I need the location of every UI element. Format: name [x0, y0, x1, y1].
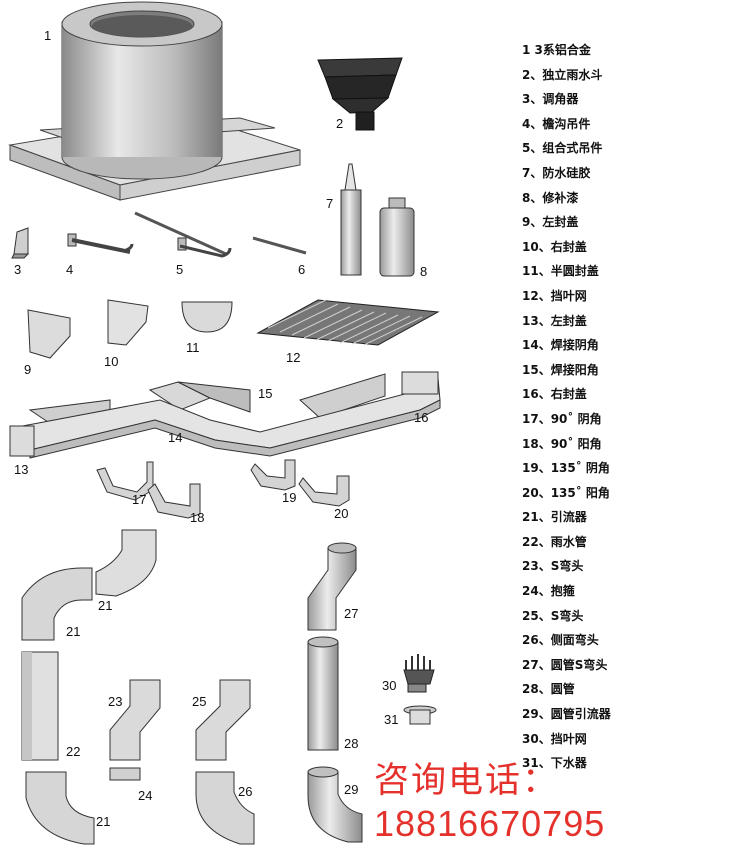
part-number-21-upper: 21 [98, 598, 112, 613]
parts-list-item: 16、右封盖 [522, 387, 587, 402]
part-number-13: 13 [14, 462, 28, 477]
parts-list-item: 24、抱箍 [522, 584, 575, 599]
parts-list-item: 4、檐沟吊件 [522, 116, 591, 131]
downspout-elbow-bottom-part [25, 771, 95, 845]
contact-label: 咨询电话： [374, 761, 560, 801]
contact-phone-number: 18816670795 [374, 803, 606, 844]
part-number-9: 9 [24, 362, 31, 377]
part-number-5: 5 [176, 262, 183, 277]
part-number-30: 30 [382, 678, 396, 693]
parts-list-item: 27、圆管S弯头 [522, 657, 608, 672]
gutter-hanger-part [67, 233, 134, 254]
parts-list-item: 28、圆管 [522, 682, 575, 697]
part-number-4: 4 [66, 262, 73, 277]
s-bend-25-part [195, 679, 251, 761]
strainer-basket-part [403, 654, 435, 693]
parts-list-item: 17、90˚ 阴角 [522, 411, 602, 426]
round-pipe-part [307, 636, 339, 751]
part-number-7: 7 [326, 196, 333, 211]
part-number-24: 24 [138, 788, 152, 803]
touchup-paint-part [379, 197, 415, 277]
part-number-26: 26 [238, 784, 252, 799]
parts-list-item: 11、半圆封盖 [522, 264, 599, 279]
parts-list-item: 14、焊接阴角 [522, 338, 599, 353]
parts-list-item: 8、修补漆 [522, 190, 579, 205]
part-number-21-lower: 21 [96, 814, 110, 829]
part-number-2: 2 [336, 116, 343, 131]
part-number-10: 10 [104, 354, 118, 369]
parts-list-item: 29、圆管引流器 [522, 707, 611, 722]
part-number-19: 19 [282, 490, 296, 505]
part-number-11: 11 [186, 340, 200, 355]
parts-list-item: 5、组合式吊件 [522, 141, 603, 156]
parts-list-item: 15、焊接阳角 [522, 362, 599, 377]
pipe-clip-part [109, 767, 141, 781]
part-number-18: 18 [190, 510, 204, 525]
right-end-cap-part [107, 299, 149, 346]
parts-list-item: 21、引流器 [522, 510, 587, 525]
part-number-15: 15 [258, 386, 272, 401]
part-number-22: 22 [66, 744, 80, 759]
part-number-31: 31 [384, 712, 398, 727]
side-elbow-part [195, 771, 255, 845]
left-end-cap-part [27, 309, 71, 359]
rain-hopper-part [317, 57, 403, 131]
corner-brackets-part [96, 459, 350, 519]
part-number-17: 17 [132, 492, 146, 507]
part-number-12: 12 [286, 350, 300, 365]
part-number-21-mid: 21 [66, 624, 80, 639]
part-number-16: 16 [414, 410, 428, 425]
square-downpipe-part [21, 651, 59, 761]
parts-list-item: 25、S弯头 [522, 608, 584, 623]
parts-list: 1 3系铝合金 2、独立雨水斗 3、调角器 4、檐沟吊件 5、组合式吊件 7、防水硅胶 8、… [522, 38, 732, 776]
parts-list-item: 9、左封盖 [522, 215, 579, 230]
corner-adjuster-part [11, 227, 30, 259]
parts-list-item: 7、防水硅胶 [522, 165, 591, 180]
combo-hanger-part [134, 211, 232, 258]
parts-list-item: 19、135˚ 阴角 [522, 461, 610, 476]
round-s-bend-part [307, 542, 357, 631]
part-number-3: 3 [14, 262, 21, 277]
parts-list-item: 10、右封盖 [522, 239, 587, 254]
part-number-29: 29 [344, 782, 358, 797]
part-number-25: 25 [192, 694, 206, 709]
part-number-27: 27 [344, 606, 358, 621]
parts-list-item: 3、调角器 [522, 92, 579, 107]
parts-list-item: 12、挡叶网 [522, 288, 587, 303]
part-number-8: 8 [420, 264, 427, 279]
part-number-20: 20 [334, 506, 348, 521]
half-round-cap-part [181, 301, 233, 333]
parts-list-item: 26、侧面弯头 [522, 633, 599, 648]
part-number-23: 23 [108, 694, 122, 709]
part-number-6: 6 [298, 262, 305, 277]
silicone-tube-part [340, 163, 362, 276]
gutter-run-part [9, 371, 441, 459]
parts-list-item: 18、90˚ 阳角 [522, 436, 602, 451]
aluminum-coil-part [8, 1, 301, 201]
parts-list-item: 13、左封盖 [522, 313, 587, 328]
part-number-14: 14 [168, 430, 182, 445]
parts-list-item: 20、135˚ 阳角 [522, 485, 610, 500]
parts-list-item: 1 3系铝合金 [522, 43, 591, 57]
parts-list-item: 23、S弯头 [522, 559, 584, 574]
downspout-elbow-top-part [21, 529, 157, 641]
part-number-28: 28 [344, 736, 358, 751]
part-number-1: 1 [44, 28, 51, 43]
s-bend-23-part [109, 679, 161, 761]
round-outlet-elbow-part [307, 766, 363, 843]
leaf-guard-mesh-part [256, 299, 440, 346]
parts-list-item: 31、下水器 [522, 756, 587, 771]
parts-list-item: 2、独立雨水斗 [522, 67, 603, 82]
parts-list-item: 22、雨水管 [522, 534, 587, 549]
parts-list-item: 30、挡叶网 [522, 731, 587, 746]
outlet-part [403, 705, 437, 725]
hanger-pin-part [252, 236, 307, 255]
